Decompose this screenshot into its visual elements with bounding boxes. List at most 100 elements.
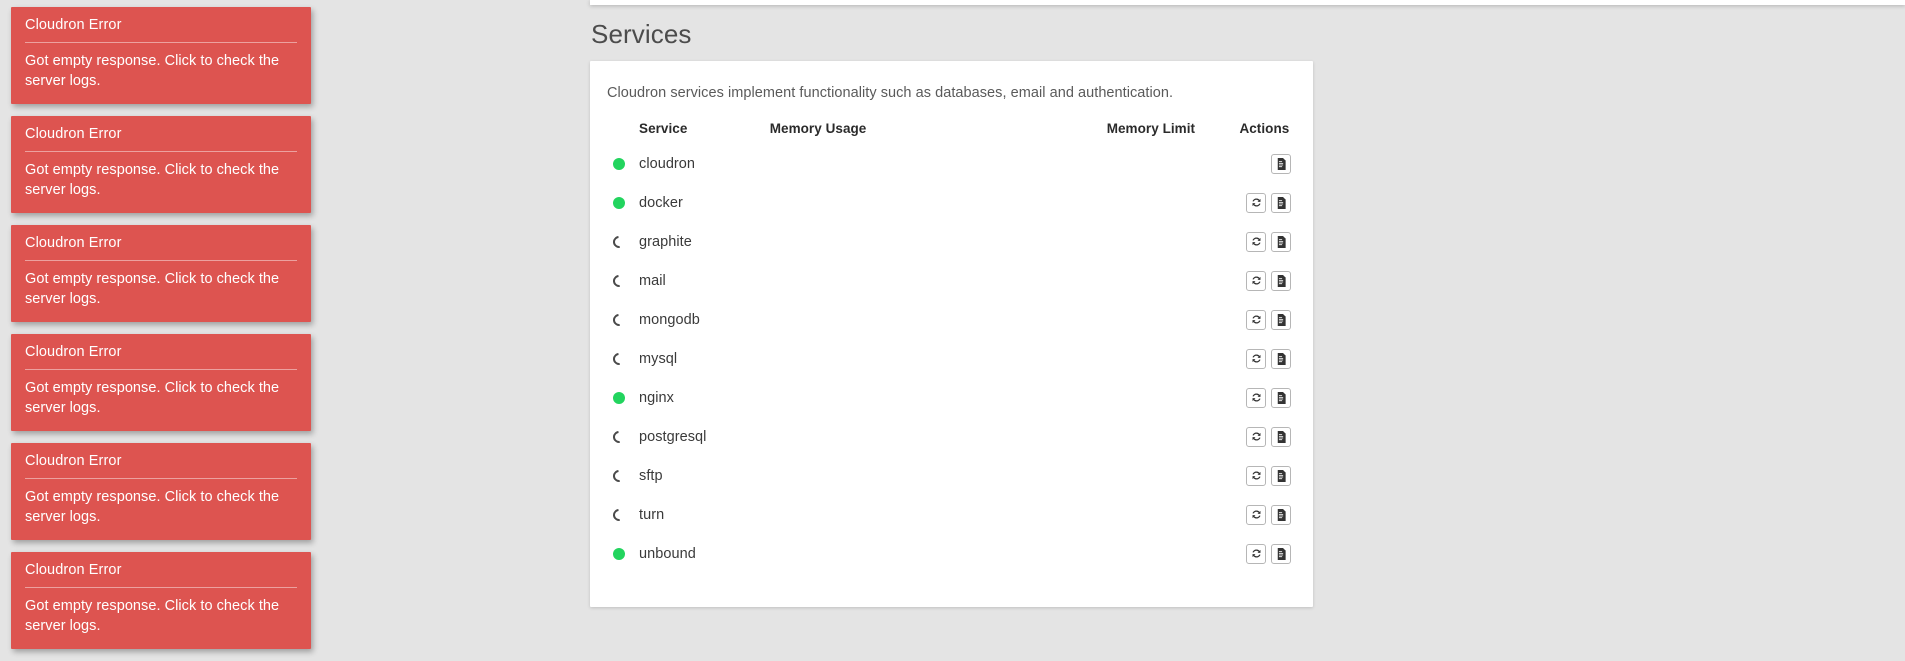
service-name-label: graphite — [639, 233, 692, 250]
table-row: mongodb — [590, 300, 1313, 339]
service-status-cell — [590, 534, 639, 573]
table-row: graphite — [590, 222, 1313, 261]
service-name-label: mongodb — [639, 311, 700, 328]
services-description: Cloudron services implement functionalit… — [607, 85, 1174, 101]
actions-group — [1246, 387, 1291, 408]
services-table-head: Service Memory Usage Memory Limit Action… — [590, 115, 1313, 144]
view-logs-button[interactable] — [1271, 192, 1291, 213]
service-name-cell: nginx — [639, 378, 770, 417]
status-loading-spinner-icon — [610, 233, 628, 251]
table-row: unbound — [590, 534, 1313, 573]
memory-usage-cell — [770, 456, 1107, 495]
service-status-cell — [590, 144, 639, 183]
actions-group — [1246, 504, 1291, 525]
restart-service-button[interactable] — [1246, 270, 1266, 291]
restart-service-button[interactable] — [1246, 543, 1266, 564]
status-loading-spinner-icon — [610, 272, 628, 290]
memory-usage-cell — [770, 339, 1107, 378]
restart-service-button[interactable] — [1246, 192, 1266, 213]
actions-group — [1246, 465, 1291, 486]
column-header-memory-usage: Memory Usage — [769, 121, 867, 136]
actions-group — [1246, 426, 1291, 447]
service-status-cell — [590, 261, 639, 300]
status-loading-spinner-icon — [610, 506, 628, 524]
restart-service-button[interactable] — [1246, 348, 1266, 369]
memory-limit-cell — [1107, 456, 1240, 495]
service-status-cell — [590, 417, 639, 456]
view-logs-button[interactable] — [1271, 348, 1291, 369]
service-name-cell: mysql — [639, 339, 770, 378]
toast-title: Cloudron Error — [25, 343, 297, 370]
view-logs-button[interactable] — [1271, 426, 1291, 447]
toast-title: Cloudron Error — [25, 125, 297, 152]
status-running-icon — [613, 157, 625, 170]
logs-icon — [1276, 274, 1287, 287]
toast-message: Got empty response. Click to check the s… — [25, 271, 280, 307]
column-header-actions: Actions — [1239, 121, 1290, 136]
restart-service-button[interactable] — [1246, 231, 1266, 252]
status-running-icon — [613, 196, 625, 209]
logs-icon — [1276, 469, 1287, 482]
restart-icon — [1251, 548, 1262, 559]
restart-service-button[interactable] — [1246, 465, 1266, 486]
view-logs-button[interactable] — [1271, 153, 1291, 174]
view-logs-button[interactable] — [1271, 309, 1291, 330]
table-row: turn — [590, 495, 1313, 534]
view-logs-button[interactable] — [1271, 465, 1291, 486]
memory-limit-cell — [1107, 222, 1240, 261]
service-name-cell: turn — [639, 495, 770, 534]
toast-message: Got empty response. Click to check the s… — [25, 53, 280, 89]
service-name-cell: sftp — [639, 456, 770, 495]
service-name-cell: postgresql — [639, 417, 770, 456]
main-content: Services Cloudron services implement fun… — [590, 0, 1905, 607]
table-row: cloudron — [590, 144, 1313, 183]
service-name-label: turn — [639, 506, 665, 523]
restart-icon — [1251, 431, 1262, 442]
actions-cell — [1239, 183, 1313, 222]
actions-group — [1271, 153, 1291, 174]
memory-usage-cell — [770, 495, 1107, 534]
services-table: Service Memory Usage Memory Limit Action… — [590, 115, 1313, 573]
toast-message: Got empty response. Click to check the s… — [25, 598, 280, 634]
restart-service-button[interactable] — [1246, 309, 1266, 330]
restart-service-button[interactable] — [1246, 387, 1266, 408]
top-header-bar — [590, 0, 1905, 5]
status-loading-spinner-icon — [610, 428, 628, 446]
logs-icon — [1276, 352, 1287, 365]
service-status-cell — [590, 456, 639, 495]
column-header-status — [590, 115, 639, 144]
service-name-label: nginx — [639, 389, 674, 406]
restart-service-button[interactable] — [1246, 426, 1266, 447]
memory-usage-cell — [770, 183, 1107, 222]
logs-icon — [1276, 547, 1287, 560]
actions-cell — [1239, 495, 1313, 534]
restart-icon — [1251, 314, 1262, 325]
view-logs-button[interactable] — [1271, 387, 1291, 408]
table-row: mail — [590, 261, 1313, 300]
service-status-cell — [590, 183, 639, 222]
actions-group — [1246, 192, 1291, 213]
memory-usage-cell — [770, 534, 1107, 573]
restart-icon — [1251, 197, 1262, 208]
actions-cell — [1239, 261, 1313, 300]
service-status-cell — [590, 495, 639, 534]
view-logs-button[interactable] — [1271, 504, 1291, 525]
view-logs-button[interactable] — [1271, 270, 1291, 291]
memory-usage-cell — [770, 261, 1107, 300]
page-title: Services — [591, 19, 692, 49]
view-logs-button[interactable] — [1271, 543, 1291, 564]
actions-cell — [1239, 144, 1313, 183]
memory-limit-cell — [1107, 261, 1240, 300]
restart-service-button[interactable] — [1246, 504, 1266, 525]
view-logs-button[interactable] — [1271, 231, 1291, 252]
restart-icon — [1251, 236, 1262, 247]
restart-icon — [1251, 275, 1262, 286]
logs-icon — [1276, 391, 1287, 404]
